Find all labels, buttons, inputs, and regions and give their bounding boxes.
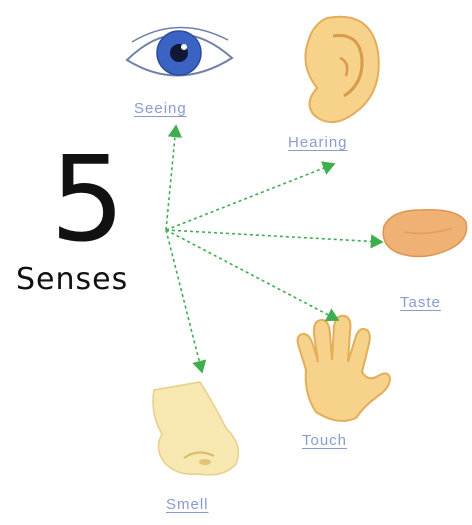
arrow-to-hearing: [166, 164, 334, 230]
nose-icon: [153, 382, 238, 475]
arrow-to-smell: [166, 230, 202, 372]
title-word: Senses: [16, 262, 128, 297]
hand-icon: [298, 316, 390, 421]
ear-icon: [305, 17, 378, 122]
label-touch: Touch: [302, 432, 347, 449]
label-hearing: Hearing: [288, 134, 348, 151]
tongue-icon: [383, 210, 466, 257]
arrow-to-seeing: [166, 126, 176, 230]
label-taste: Taste: [400, 294, 441, 311]
label-smell: Smell: [166, 496, 209, 513]
title-number: 5: [50, 140, 125, 258]
label-seeing: Seeing: [134, 100, 187, 117]
eye-icon: [127, 27, 232, 75]
arrow-to-taste: [166, 230, 382, 242]
arrow-to-touch: [166, 230, 338, 320]
